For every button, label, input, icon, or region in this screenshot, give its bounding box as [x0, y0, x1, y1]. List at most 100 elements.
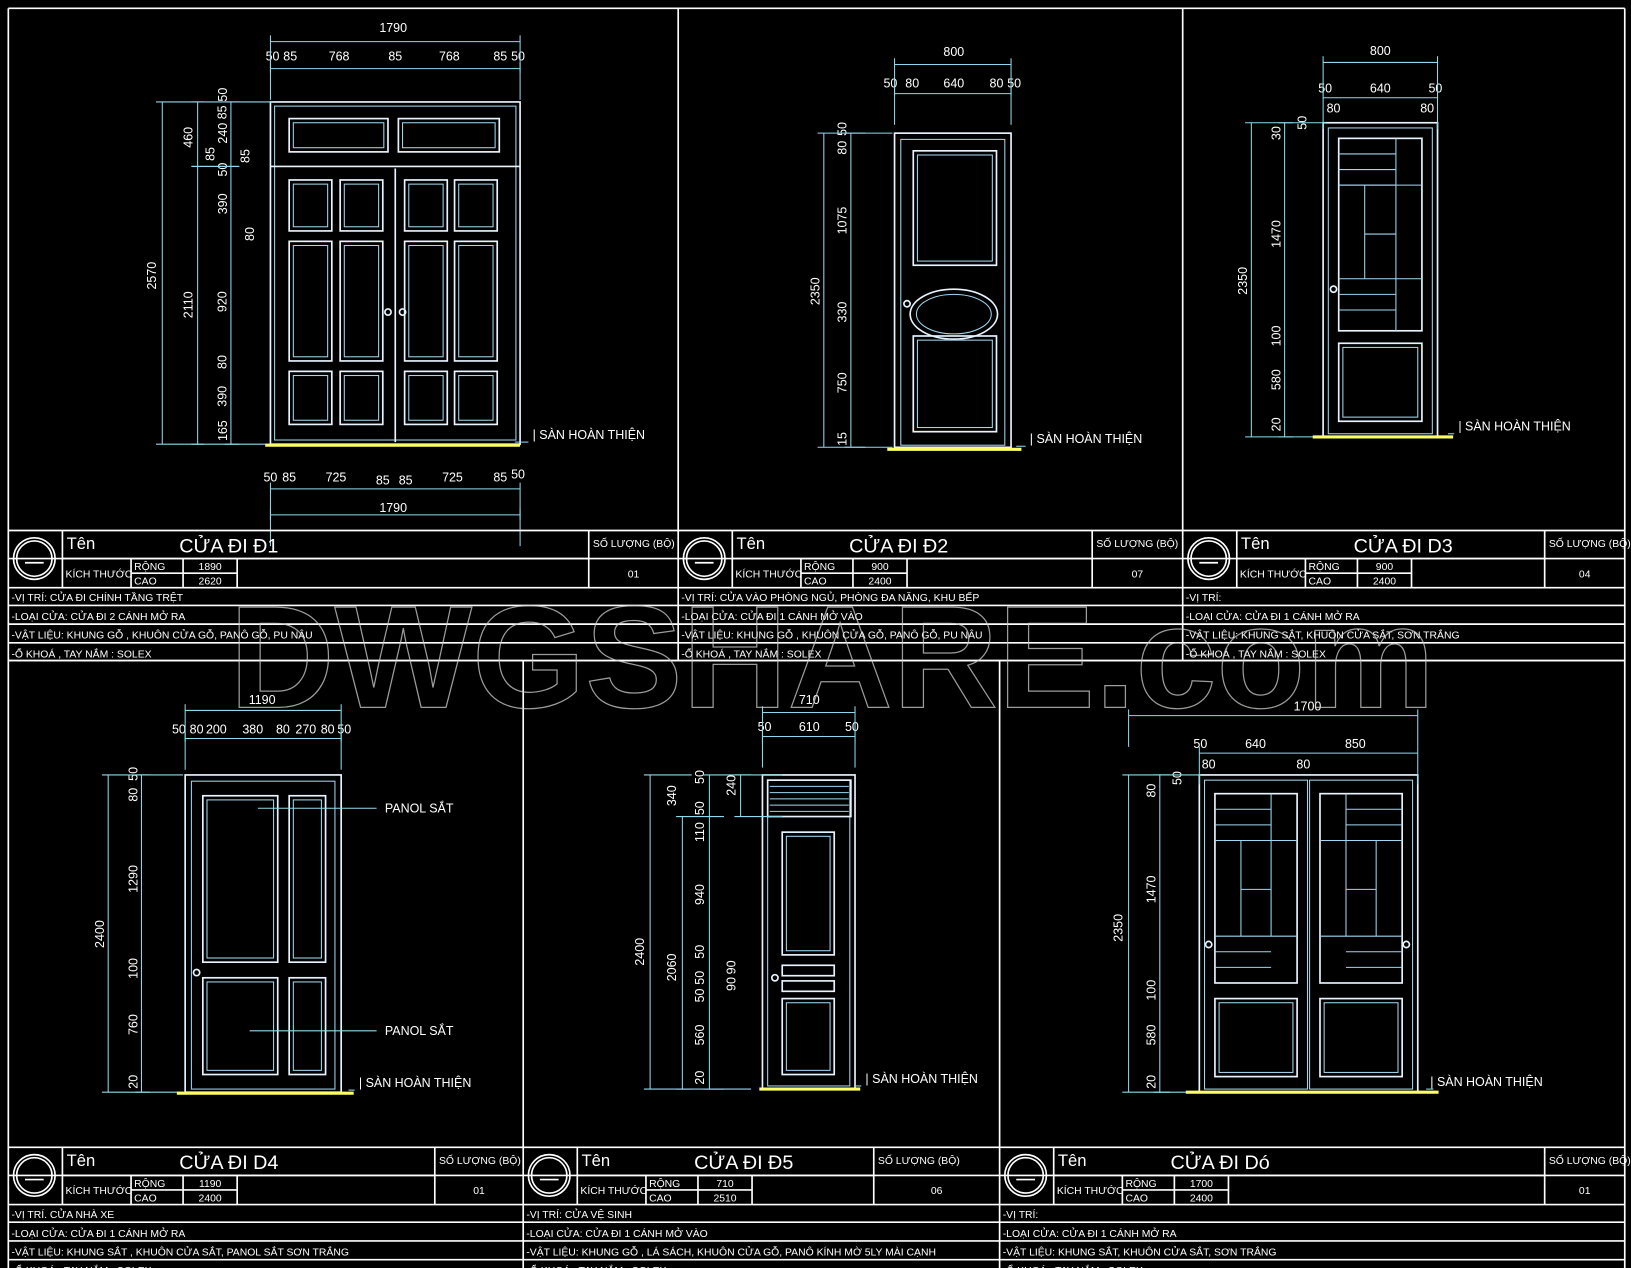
door-frame	[761, 774, 856, 1090]
door-symbol-circle	[12, 1153, 56, 1198]
dimension-label: 768	[439, 49, 460, 63]
quantity-label: SỐ LƯỢNG (BỘ)	[439, 1153, 521, 1167]
handle	[1329, 285, 1338, 294]
panel	[1214, 997, 1298, 1078]
dimension-label: 750	[836, 372, 850, 393]
dimension-label: 580	[1269, 369, 1283, 390]
dimension-label: 50	[693, 770, 707, 784]
note-line: -LOẠI CỬA: CỬA ĐI 2 CÁNH MỞ RA	[11, 610, 185, 623]
height-value: 2400	[199, 1193, 222, 1204]
note-line: -LOẠI CỬA: CỬA ĐI 1 CÁNH MỞ VÀO	[681, 610, 862, 623]
dimension-label: 1790	[379, 501, 407, 515]
dimension-label: 50	[266, 49, 280, 63]
height-value: 2620	[199, 577, 222, 588]
note-line: -VỊ TRÍ: CỬA ĐI CHÍNH TẦNG TRỆT	[11, 591, 183, 604]
panel	[288, 794, 327, 964]
dimension-label: 240	[216, 123, 230, 144]
panel	[402, 122, 496, 149]
name-label: Tên	[736, 534, 765, 553]
panel	[292, 799, 322, 959]
panel	[912, 335, 998, 433]
dimension-label: 768	[329, 49, 350, 63]
dimension-label: 1470	[1269, 220, 1283, 248]
panel	[292, 981, 322, 1071]
height-label: CAO	[134, 1193, 157, 1204]
panel	[781, 964, 836, 977]
inner-frame	[900, 138, 1006, 446]
dimension-label: 50	[1193, 737, 1207, 751]
dimension-label: 90	[724, 960, 738, 974]
panel	[288, 370, 333, 426]
panel	[1214, 792, 1298, 984]
panel	[453, 179, 499, 232]
panel-label-bottom: PANOL SẮT	[385, 1023, 454, 1038]
dimension-label: 20	[126, 1075, 140, 1089]
dimension-label: 80	[1420, 101, 1434, 115]
dimension-label: 85	[399, 474, 413, 488]
oval-panel	[909, 288, 999, 340]
note-line: -VẬT LIỆU: KHUNG SẮT, KHUÔN CỬA SẮT, SƠN…	[1003, 1246, 1277, 1259]
dimension-label: 50	[1007, 76, 1021, 90]
watermark: DWGSHARE.com	[229, 575, 1434, 738]
dimension-label: 80	[126, 788, 140, 802]
panel-label-top: PANOL SẮT	[385, 800, 454, 815]
name-label: Tên	[67, 1151, 96, 1170]
panel	[785, 1002, 831, 1071]
handle	[770, 973, 779, 982]
floor-label: | SÀN HOÀN THIỆN	[1030, 431, 1142, 446]
handle	[903, 299, 911, 308]
dimension-label: 1290	[126, 865, 140, 893]
dimension-label: 390	[216, 386, 230, 407]
dimension-label: 80	[836, 141, 850, 155]
dimension-label: 80	[1202, 758, 1216, 772]
floor-label: | SÀN HOÀN THIỆN	[359, 1075, 471, 1090]
panel	[912, 150, 998, 267]
quantity-value: 07	[1132, 569, 1144, 580]
height-value: 2400	[868, 577, 891, 588]
dimension-label: 2110	[181, 291, 195, 318]
panel	[343, 244, 380, 358]
dimension-label: 85	[283, 49, 297, 63]
dimension-label: 800	[1370, 44, 1391, 58]
panel	[339, 240, 384, 362]
door-frame	[893, 132, 1012, 449]
note-line: -VẬT LIỆU: KHUNG GỖ , KHUÔN CỬA GỖ, PANÔ…	[11, 629, 312, 642]
panel	[288, 976, 327, 1076]
width-value: 1190	[199, 1179, 222, 1190]
dimension-label: 90	[724, 977, 738, 991]
dimension-label: 80	[276, 722, 290, 736]
dimension-label: 240	[724, 775, 738, 796]
door-symbol-circle	[682, 536, 726, 581]
dimension-label: 85	[388, 49, 402, 63]
dimension-label: 80	[905, 76, 919, 90]
panel	[781, 980, 836, 993]
name-label: Tên	[67, 534, 96, 553]
dimension-label: 50	[693, 971, 707, 985]
inner-frame	[1327, 127, 1433, 435]
size-label: KÍCH THƯỚC	[735, 567, 802, 580]
size-label: KÍCH THƯỚC	[66, 567, 133, 580]
note-line: -LOẠI CỬA: CỬA ĐI 1 CÁNH MỞ RA	[1003, 1227, 1177, 1240]
panel	[343, 374, 380, 421]
quantity-label: SỐ LƯỢNG (BỘ)	[1549, 536, 1631, 550]
width-value: 1890	[199, 562, 222, 573]
quantity-label: SỐ LƯỢNG (BỘ)	[593, 536, 675, 550]
dimension-label: 560	[693, 1025, 707, 1046]
handle	[1204, 940, 1213, 949]
quantity-value: 06	[931, 1186, 943, 1197]
width-label: RỘNG	[134, 1177, 165, 1190]
panel	[458, 183, 494, 228]
handle	[192, 968, 201, 977]
dimension-label: 1075	[836, 207, 850, 235]
dimension-label: 610	[799, 720, 820, 734]
panel	[916, 154, 993, 262]
note-line: -VỊ TRÍ: CỬA VÀO PHÒNG NGỦ, PHÒNG ĐA NĂN…	[681, 591, 979, 604]
panel	[453, 240, 499, 362]
panel	[781, 997, 836, 1076]
door-elevation-1: | SÀN HOÀN THIỆN	[156, 35, 645, 547]
panel	[397, 117, 501, 153]
dimension-label: 920	[216, 291, 230, 312]
